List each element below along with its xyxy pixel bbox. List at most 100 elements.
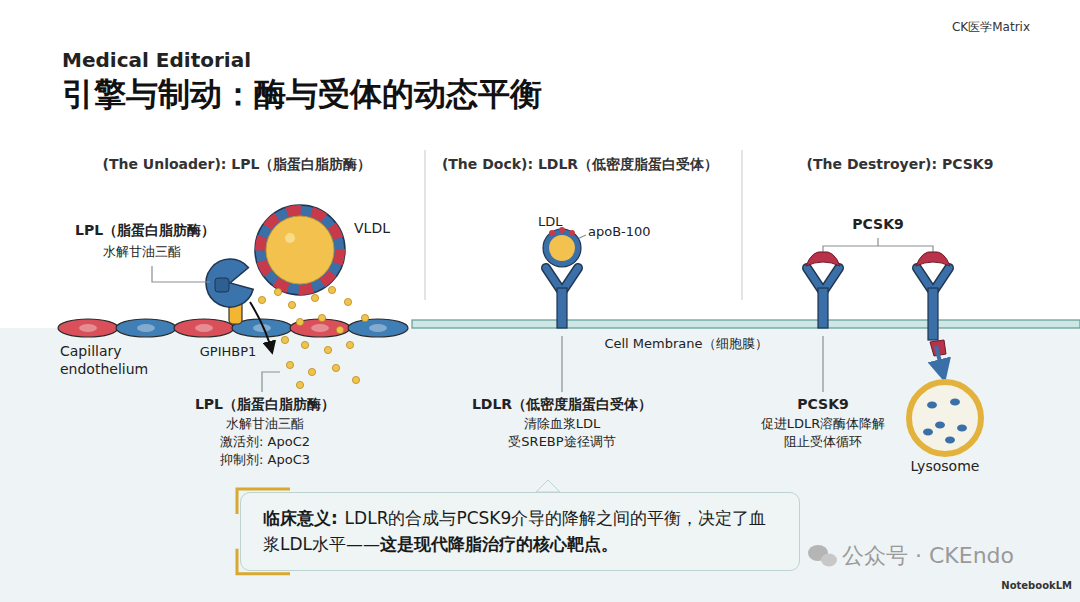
triglyceride-dots [286,361,293,368]
pcsk9-receptor [806,252,840,266]
lysosome [945,437,955,444]
panel-divider [424,150,425,300]
triglyceride-dots [328,286,335,293]
brand-mark: NotebookLM [1001,580,1072,593]
lysosome [950,399,960,406]
wechat-icon [821,554,837,567]
endothelium-cells [116,319,176,337]
lpl-enzyme [206,259,253,307]
lysosome [957,425,967,432]
leader-line [822,336,823,392]
pcsk9-receptor [806,252,840,328]
panel-divider [741,150,742,300]
lower-ground [0,328,1080,602]
ldl-receptor [557,288,567,328]
part-name: LDL [538,214,563,230]
block-text: 激活剂: ApoC2 [220,434,310,450]
vldl-particle [260,210,340,290]
triglyceride-dots [352,376,359,383]
endothelium-cells [137,324,155,332]
ldl-particle [543,227,581,267]
panel-divider [425,150,742,300]
block-text: 清除血浆LDL [524,416,601,432]
lysosome [935,422,945,429]
triglyceride-dots [296,381,303,388]
pcsk9-receptor [928,288,938,340]
triglyceride-dots [311,294,318,301]
lysosome [923,429,933,436]
part-name: LPL（脂蛋白脂肪酶） [75,222,215,240]
triglyceride-dots [308,368,315,375]
watermark: 公众号 · CKEndo [842,542,1014,570]
callout-pointer [536,480,560,492]
triglyceride-dots [274,288,281,295]
block-text: 抑制剂: ApoC3 [220,452,310,468]
kicker: Medical Editorial [62,48,251,73]
lysosome [909,382,981,454]
ldl-particle [549,235,575,261]
wechat-icon [808,545,837,567]
pcsk9-receptor [916,252,950,266]
block-text: 受SREBP途径调节 [508,434,615,450]
block-text: 水解甘油三酯 [226,416,304,432]
ldl-particle [569,230,575,236]
part-name: PCSK9 [852,216,903,234]
lpl-enzyme [215,278,229,292]
callout-text: 临床意义: [263,508,338,528]
panel-heading: (The Unloader): LPL（脂蛋白脂肪酶） [103,156,372,174]
lower-ground [0,328,1080,602]
triglyceride-dots [361,314,368,321]
triglyceride-dots [296,318,303,325]
leader-line [262,372,280,392]
endothelium-cells [369,324,387,332]
block-text: 阻止受体循环 [784,434,862,450]
part-name: Capillary endothelium [60,343,180,378]
part-name: apoB-100 [588,224,651,240]
leader-line [152,235,933,392]
leader-line [823,238,933,256]
cell-membrane [412,320,1080,328]
part-name: VLDL [354,220,390,238]
block-heading: LDLR（低密度脂蛋白受体） [472,396,652,414]
vldl-particle [255,205,345,295]
callout-box: 临床意义:LDLR的合成与PCSK9介导的降解之间的平衡，决定了血浆LDL水平—… [240,492,800,571]
endothelium-cells [79,324,97,332]
source-tag: CK医学Matrix [952,20,1030,35]
triglyceride-dots [346,341,353,348]
block-text: 促进LDLR溶酶体降解 [761,416,886,432]
vldl-particle [266,216,334,284]
endothelium-cells [348,319,408,337]
vldl-particle [285,233,295,243]
leader-line [561,336,562,392]
pcsk9-receptor [936,346,944,378]
triglyceride-dots [258,286,368,388]
endothelium-cells [58,319,118,337]
part-note: 水解甘油三酯 [103,244,181,260]
vldl-particle [255,205,345,295]
pcsk9-receptor [818,288,828,328]
part-name: GPIHBP1 [200,344,257,360]
block-heading: LPL（脂蛋白脂肪酶） [195,396,335,414]
triglyceride-dots [324,346,331,353]
ldl-particle [543,229,581,267]
endothelium-cells [195,324,213,332]
endothelium-cells [174,319,234,337]
part-name: Lysosome [911,458,980,476]
triglyceride-dots [318,314,325,321]
part-name: Cell Membrane（细胞膜） [604,336,767,352]
endothelium-cells [311,324,329,332]
panel-heading: (The Destroyer): PCSK9 [807,156,994,174]
pcsk9-receptor [916,252,950,378]
lysosome [909,382,981,454]
page-title: 引擎与制动：酶与受体的动态平衡 [62,74,542,114]
triglyceride-dots [336,326,343,333]
triglyceride-dots [344,298,351,305]
panel-heading: (The Dock): LDLR（低密度脂蛋白受体） [442,156,718,174]
triglyceride-dots [332,364,339,371]
triglyceride-dots [301,341,308,348]
ldl-particle [549,230,555,236]
block-heading: PCSK9 [797,396,848,414]
leader-line [152,266,210,282]
callout-pointer [536,480,560,492]
